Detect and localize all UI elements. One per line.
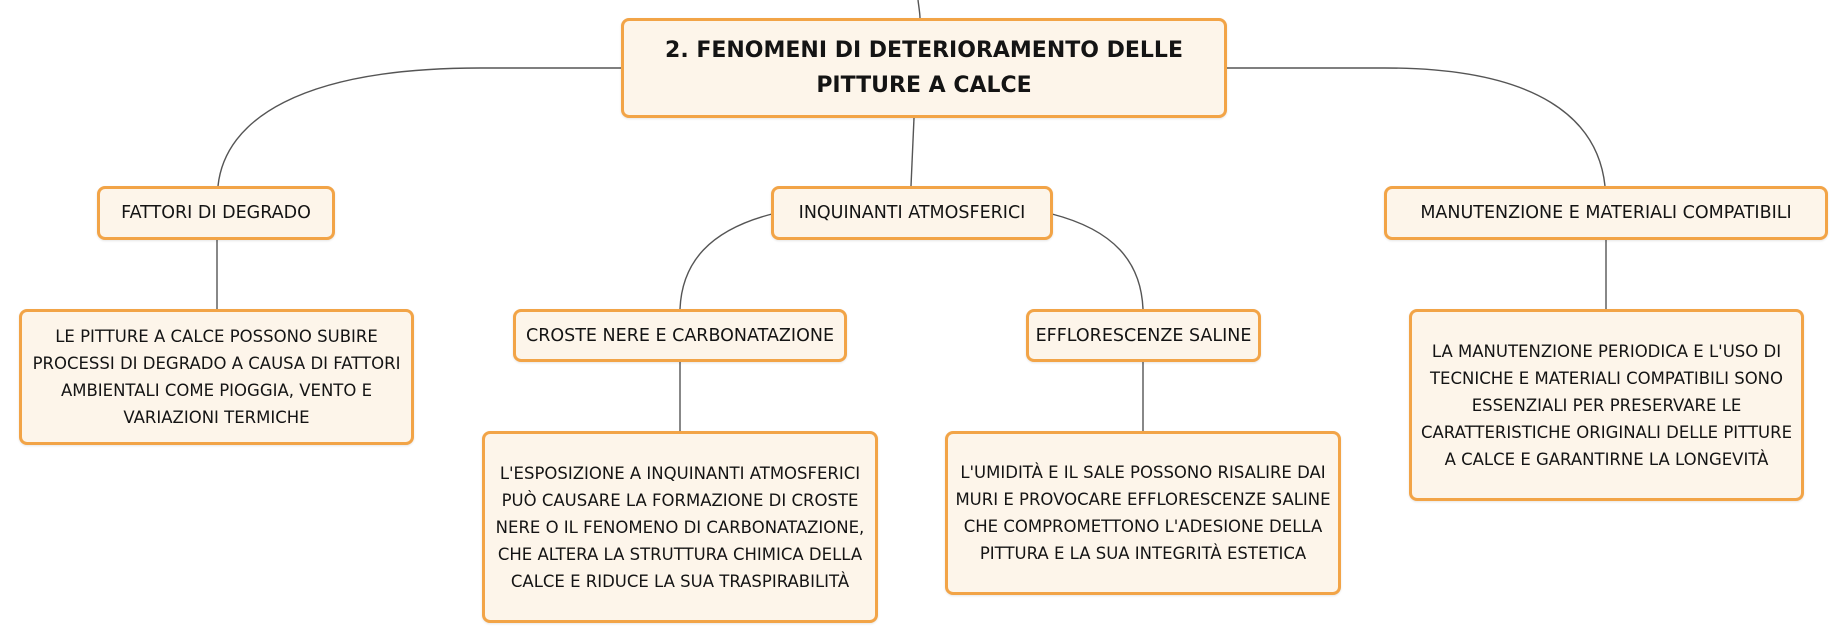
topic-efflorescenze-label: EFFLORESCENZE SALINE xyxy=(1035,325,1252,346)
topic-manutenzione-materiali[interactable]: MANUTENZIONE E MATERIALI COMPATIBILI xyxy=(1384,186,1828,240)
detail-manutenzione-materiali[interactable]: LA MANUTENZIONE PERIODICA E L'USO DI TEC… xyxy=(1409,309,1804,501)
detail-croste-text: L'ESPOSIZIONE A INQUINANTI ATMOSFERICI P… xyxy=(495,463,865,591)
topic-croste-label: CROSTE NERE E CARBONATAZIONE xyxy=(525,325,835,346)
topic-fattori-di-degrado[interactable]: FATTORI DI DEGRADO xyxy=(97,186,335,240)
root-topic[interactable]: 2. FENOMENI DI DETERIORAMENTO DELLE PITT… xyxy=(621,18,1227,118)
root-topic-label: 2. FENOMENI DI DETERIORAMENTO DELLE PITT… xyxy=(665,38,1183,98)
detail-efflorescenze-text: L'UMIDITÀ E IL SALE POSSONO RISALIRE DAI… xyxy=(955,463,1331,563)
detail-manutenzione-text: LA MANUTENZIONE PERIODICA E L'USO DI TEC… xyxy=(1421,341,1792,469)
topic-manutenzione-label: MANUTENZIONE E MATERIALI COMPATIBILI xyxy=(1420,203,1792,223)
topic-croste-nere[interactable]: CROSTE NERE E CARBONATAZIONE xyxy=(513,309,847,362)
topic-fattori-label: FATTORI DI DEGRADO xyxy=(121,203,311,223)
connector-root-to-manutenzione xyxy=(1227,67,1606,187)
detail-fattori-di-degrado[interactable]: LE PITTURE A CALCE POSSONO SUBIRE PROCES… xyxy=(19,309,414,445)
detail-croste-nere[interactable]: L'ESPOSIZIONE A INQUINANTI ATMOSFERICI P… xyxy=(482,431,878,623)
detail-efflorescenze-saline[interactable]: L'UMIDITÀ E IL SALE POSSONO RISALIRE DAI… xyxy=(945,431,1341,595)
connector-parent-to-root xyxy=(917,0,921,19)
topic-inquinanti-atmosferici[interactable]: INQUINANTI ATMOSFERICI xyxy=(771,186,1053,240)
connector-inquinanti-to-efflorescenze xyxy=(1051,213,1144,310)
connector-root-to-fattori xyxy=(217,67,621,187)
topic-efflorescenze-saline[interactable]: EFFLORESCENZE SALINE xyxy=(1026,309,1261,362)
detail-fattori-text: LE PITTURE A CALCE POSSONO SUBIRE PROCES… xyxy=(32,327,401,427)
connector-root-to-inquinanti xyxy=(910,117,915,187)
topic-inquinanti-label: INQUINANTI ATMOSFERICI xyxy=(798,203,1026,223)
connector-inquinanti-to-croste xyxy=(679,213,773,310)
